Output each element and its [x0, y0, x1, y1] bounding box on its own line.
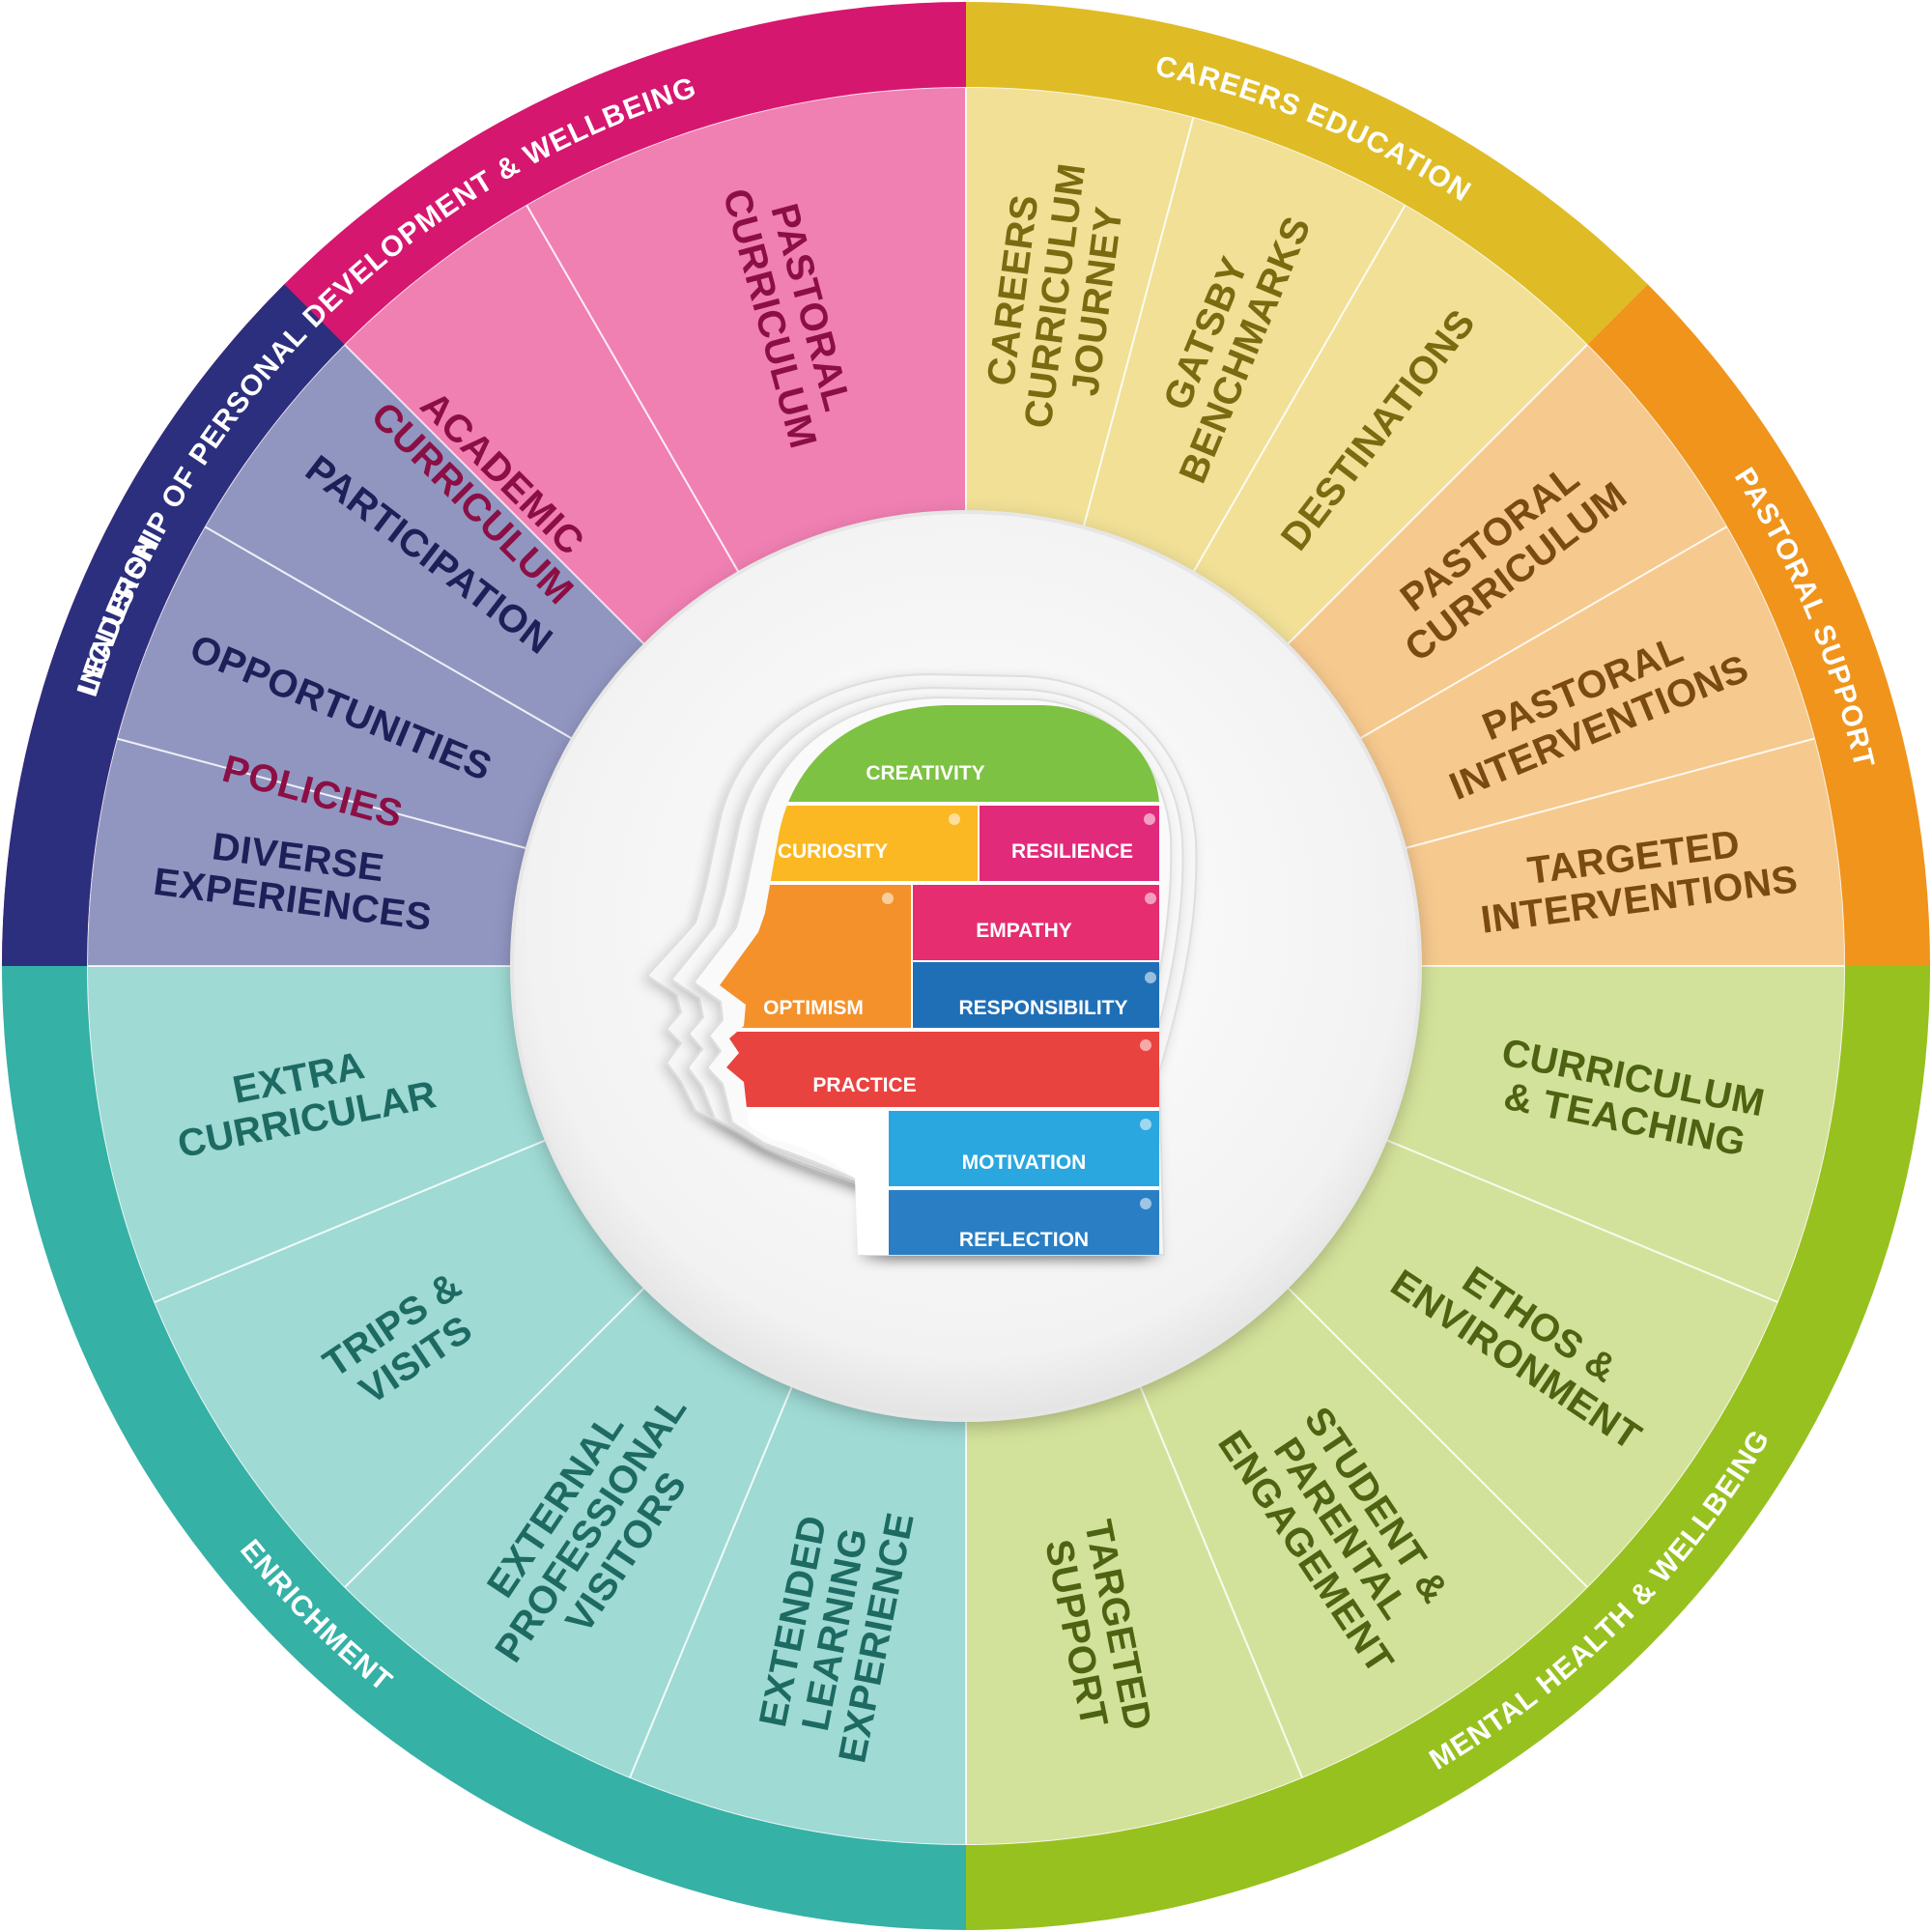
connector-dot	[949, 813, 960, 825]
head-divider	[720, 803, 1159, 806]
connector-dot	[1140, 1119, 1151, 1130]
head-trait-label: MOTIVATION	[962, 1151, 1087, 1174]
head-block-5	[913, 962, 1159, 1028]
head-block-8	[889, 1188, 1159, 1255]
head-trait-label: EMPATHY	[976, 920, 1072, 942]
head-divider	[889, 1187, 1159, 1190]
connector-dot	[1145, 972, 1156, 983]
connector-dot	[1145, 893, 1156, 904]
head-trait-label: RESILIENCE	[1011, 840, 1133, 863]
head-block-6	[720, 1030, 1159, 1107]
wheel-segments	[85, 85, 1847, 1847]
head-divider	[720, 882, 1159, 885]
ring-band-4	[2, 966, 966, 1930]
head-trait-label: PRACTICE	[812, 1074, 916, 1096]
head-divider	[720, 1108, 1159, 1111]
head-trait-label: OPTIMISM	[763, 997, 864, 1019]
head-block-2	[980, 804, 1159, 881]
ring-band-1	[966, 2, 1648, 345]
head-trait-label: CREATIVITY	[866, 762, 984, 784]
connector-dot	[1140, 1039, 1151, 1051]
head-trait-label: CURIOSITY	[778, 840, 888, 863]
head-trait-label: REFLECTION	[959, 1229, 1089, 1251]
connector-dot	[882, 893, 894, 904]
connector-dot	[1144, 813, 1155, 825]
ring-band-3	[966, 966, 1930, 1930]
head-block-7	[889, 1109, 1159, 1186]
ring-band-2	[1587, 284, 1930, 966]
connector-dot	[1140, 1198, 1151, 1209]
ring-band-5	[2, 284, 345, 966]
center-hub-rim	[510, 510, 1422, 1422]
head-divider	[720, 1029, 1159, 1032]
head-block-3	[913, 883, 1159, 960]
head-trait-label: RESPONSIBILITY	[958, 997, 1127, 1019]
